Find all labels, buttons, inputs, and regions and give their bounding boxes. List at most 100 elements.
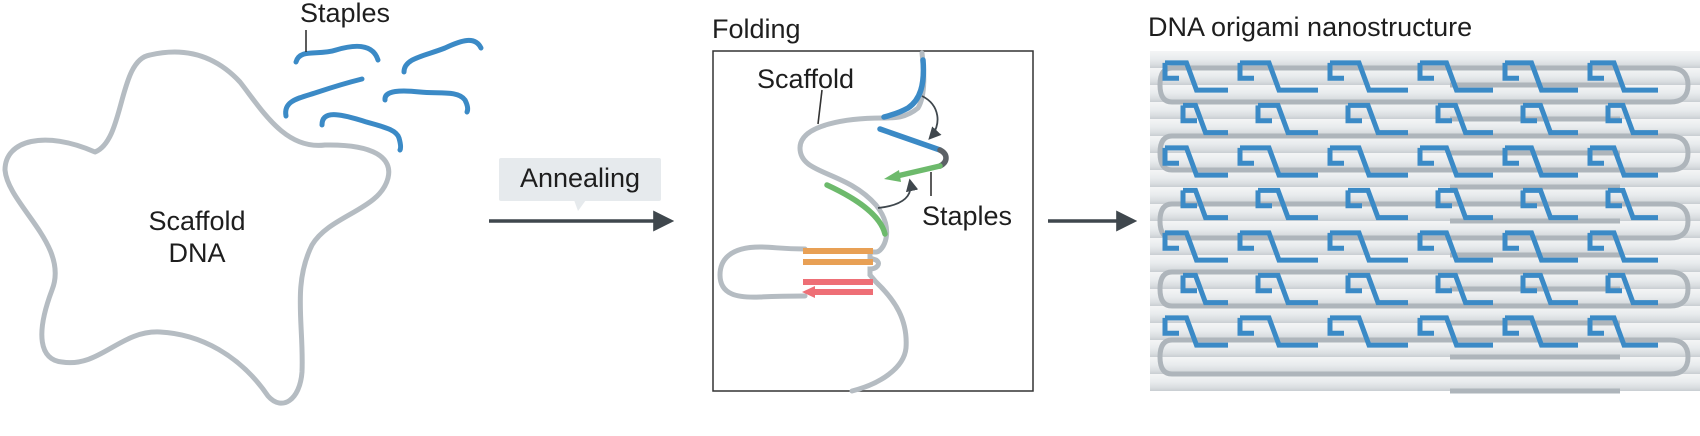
helix [1150,272,1700,289]
annealing-label: Annealing [520,163,640,193]
staple-crossover [1240,145,1318,178]
staple-end [1502,147,1519,166]
staple-end [1180,105,1197,124]
staple-end [1180,275,1197,294]
staple-end [1520,275,1537,294]
staple-end [1327,147,1344,166]
nanostructure-title: DNA origami nanostructure [1148,12,1472,42]
scaffold-segment [1450,354,1620,394]
staple-crossover [1165,230,1228,263]
helix [1150,340,1700,357]
staple-end [1345,105,1362,124]
staple-end [1327,232,1344,251]
scaffold-loop [1157,201,1691,241]
staple-crossover [1258,102,1318,136]
binding-arrow-upper [921,95,942,140]
staple-strand [283,76,365,119]
staple-end [1237,317,1254,336]
staples-label-left: Staples [300,0,390,28]
staple-crossover [1438,102,1493,136]
helix [1150,85,1700,102]
staple-end [1417,147,1434,166]
staple-end [1435,190,1452,209]
staple-end [1345,190,1362,209]
staple-crossover [1505,315,1578,348]
staple-strand [382,88,471,115]
staple-end [1587,147,1604,166]
staple-end [1417,62,1434,81]
free-staple-blue [877,126,943,153]
free-staple-green [894,163,943,179]
staple-end [1180,190,1197,209]
staple-end [1237,232,1254,251]
staple-end [1520,105,1537,124]
staple-end [1435,275,1452,294]
staple-crossover [1240,315,1318,348]
helix [1150,221,1700,238]
staple-crossover [1505,145,1578,178]
staple-green-bound [824,182,888,237]
staple-end [1255,275,1272,294]
staple-end [1345,275,1362,294]
staple-crossover [1608,102,1658,136]
scaffold-strand [797,50,927,394]
helix [1150,170,1700,187]
staple-end [1255,105,1272,124]
left-panel: Scaffold DNA Staples [2,0,484,406]
staple-crossover [1523,272,1578,306]
staple-crossover [1590,145,1658,178]
annealing-step: Annealing [489,158,675,232]
staple-crossover [1438,272,1493,306]
scaffold-segment [1450,218,1620,258]
staple-routing [1162,60,1658,348]
staple-crossover [1420,145,1493,178]
staple-crossover [1420,60,1493,93]
staple-crossover [1240,60,1318,93]
scaffold-loop [1157,133,1691,173]
staple-crossover [1258,187,1318,221]
staple-crossover [1505,60,1578,93]
staple-end [1502,62,1519,81]
staple-strand [319,112,404,153]
staple-crossover [1523,102,1578,136]
staple-end [1237,147,1254,166]
staple-blue-bound [881,57,927,120]
scaffold-dna-loop [2,49,392,406]
staple-crossover [1165,145,1228,178]
staple-end [1237,62,1254,81]
staple-end [1587,232,1604,251]
callout-pointer [574,200,586,211]
staple-crossover [1523,187,1578,221]
folding-frame [712,50,1034,392]
scaffold-routing [1157,65,1691,394]
scaffold-label-mid: Scaffold [757,64,854,94]
staple-end [1327,62,1344,81]
staple-crossover [1330,230,1408,263]
staple-end [1327,317,1344,336]
nanostructure-panel: DNA origami nanostructure [1148,12,1700,394]
scaffold-loop [1157,65,1691,105]
helix [1150,136,1700,153]
binding-arrow-lower [877,178,919,209]
scaffold-leader-line [817,89,823,125]
staple-end [1605,275,1622,294]
staple-end [1162,232,1179,251]
staple-end [1502,317,1519,336]
helix [1150,51,1700,68]
staple-crossover [1505,230,1578,263]
helix [1150,255,1700,272]
staple-crossover [1608,187,1658,221]
staple-crossover [1420,230,1493,263]
staple-crossover [1330,60,1408,93]
staple-crossover [1590,315,1658,348]
staple-end [1587,62,1604,81]
scaffold-dna-label-line2: DNA [168,238,225,268]
folding-panel: Folding Scaffold Staples [712,14,1034,394]
scaffold-loop [1157,269,1691,309]
staple-crossover [1590,230,1658,263]
staple-crossover [1183,187,1228,221]
staple-end [1162,317,1179,336]
staple-strand [293,43,381,65]
staple-crossover [1348,102,1408,136]
